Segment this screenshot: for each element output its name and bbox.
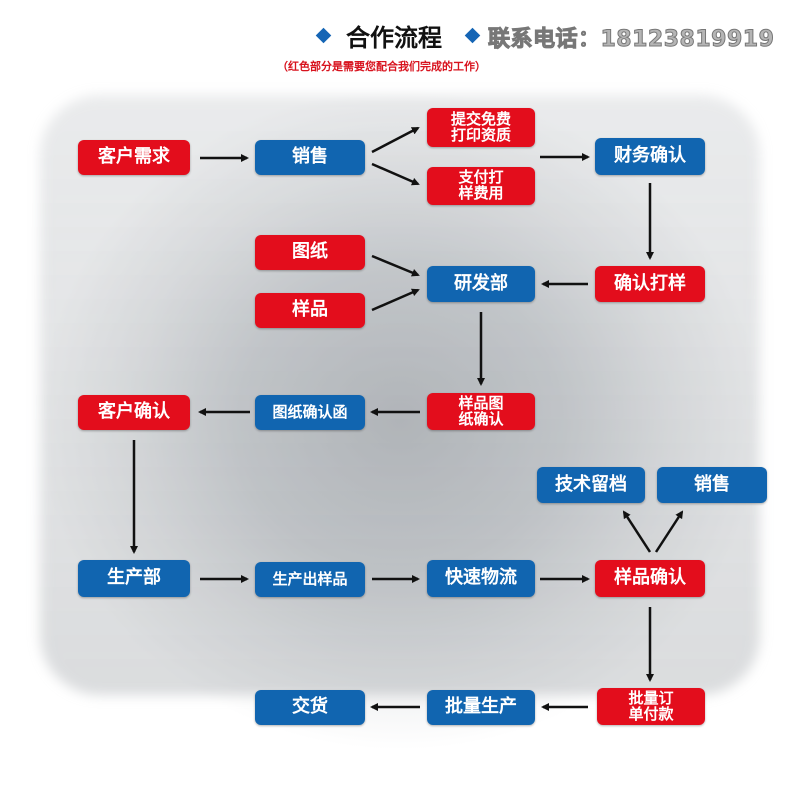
node-submit-free-qualification: 提交免费 打印资质 — [427, 108, 535, 147]
node-sample-drawing-confirm: 样品图 纸确认 — [427, 393, 535, 430]
page-title: 合作流程 — [346, 24, 442, 52]
node-fast-logistics: 快速物流 — [427, 560, 535, 597]
arrow — [371, 126, 420, 154]
node-tech-archive: 技术留档 — [537, 467, 645, 503]
node-sample: 样品 — [255, 293, 365, 328]
arrow — [371, 162, 420, 186]
arrow — [371, 288, 420, 312]
node-finance-confirm: 财务确认 — [595, 138, 705, 175]
node-sales: 销售 — [255, 140, 365, 175]
node-production-dept: 生产部 — [78, 560, 190, 597]
node-customer-demand: 客户需求 — [78, 140, 190, 175]
arrow — [654, 510, 684, 553]
phone-number: 联系电话：18123819919 — [487, 27, 775, 53]
node-drawing: 图纸 — [255, 235, 365, 270]
node-sales-2: 销售 — [657, 467, 767, 503]
node-produce-sample: 生产出样品 — [255, 562, 365, 597]
node-pay-sample-fee: 支付打 样费用 — [427, 167, 535, 205]
node-rd-dept: 研发部 — [427, 266, 535, 302]
arrow — [622, 510, 652, 553]
node-delivery: 交货 — [255, 690, 365, 725]
node-sample-confirm: 样品确认 — [595, 560, 705, 597]
node-bulk-order-payment: 批量订 单付款 — [597, 688, 705, 725]
node-drawing-confirm-letter: 图纸确认函 — [255, 395, 365, 430]
node-confirm-sampling: 确认打样 — [595, 266, 705, 302]
legend-note: （红色部分是需要您配合我们完成的工作） — [277, 60, 486, 73]
node-mass-production: 批量生产 — [427, 690, 535, 725]
header: 合作流程 联系电话：18123819919 — [0, 20, 800, 56]
node-customer-confirm: 客户确认 — [78, 395, 190, 430]
arrow — [371, 254, 420, 277]
